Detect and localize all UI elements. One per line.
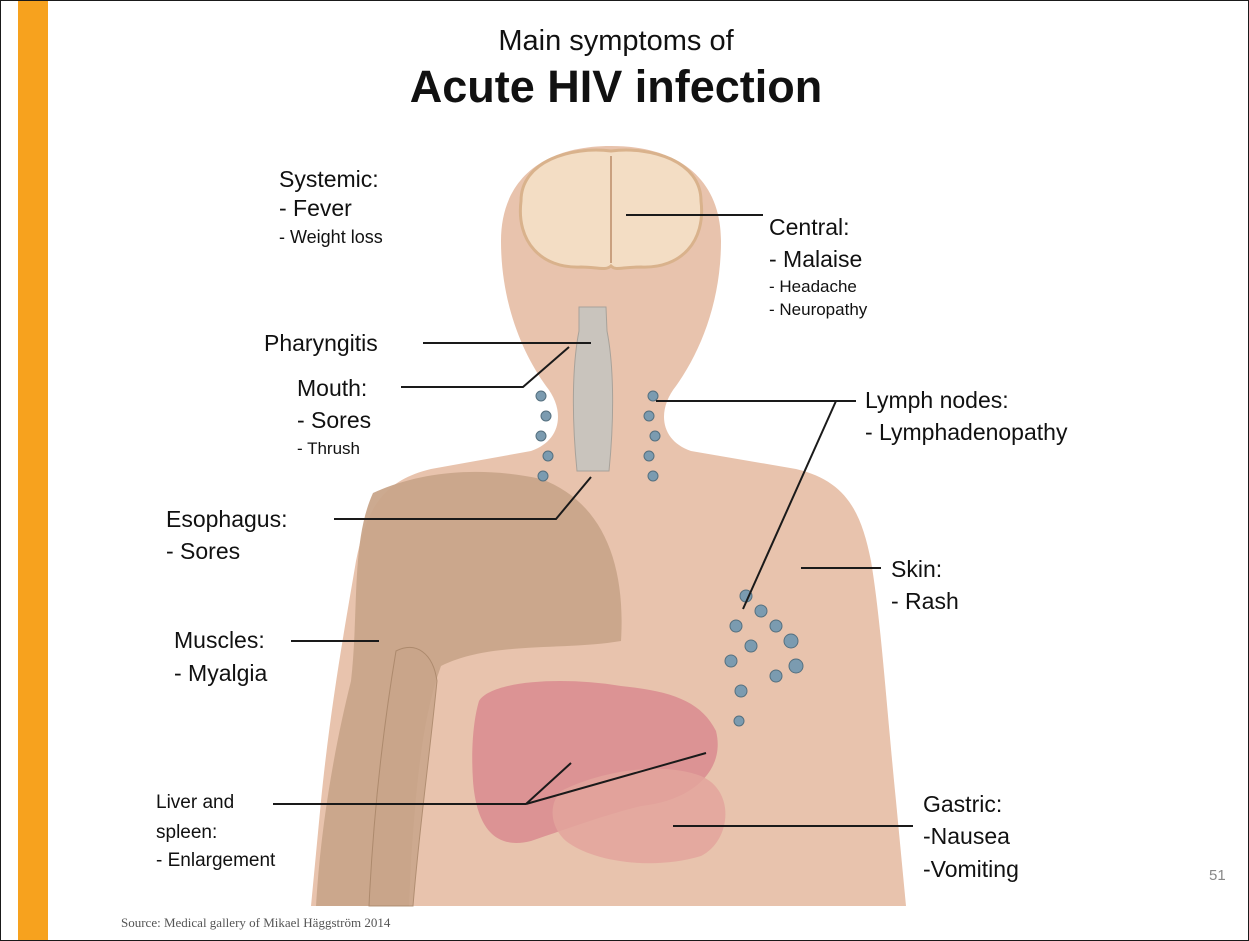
esophagus-sores: - Sores bbox=[166, 538, 287, 564]
skin-rash: - Rash bbox=[891, 588, 959, 614]
central-headache: - Headache bbox=[769, 277, 867, 297]
source-caption: Source: Medical gallery of Mikael Häggst… bbox=[121, 915, 390, 931]
lymph-item: - Lymphadenopathy bbox=[865, 419, 1067, 445]
central-neuropathy: - Neuropathy bbox=[769, 300, 867, 320]
lymph-label: Lymph nodes: - Lymphadenopathy bbox=[865, 387, 1067, 446]
liver-label: Liver and spleen: - Enlargement bbox=[156, 792, 275, 872]
skin-label: Skin: - Rash bbox=[891, 556, 959, 615]
mouth-sores: - Sores bbox=[297, 407, 371, 433]
trachea bbox=[573, 307, 612, 471]
muscles-heading: Muscles: bbox=[174, 627, 267, 653]
lymph-heading: Lymph nodes: bbox=[865, 387, 1067, 413]
liver-line-2: spleen: bbox=[156, 822, 275, 844]
central-label: Central: - Malaise - Headache - Neuropat… bbox=[769, 214, 867, 320]
systemic-label: Systemic: - Fever - Weight loss bbox=[279, 166, 383, 248]
central-heading: Central: bbox=[769, 214, 867, 240]
gastric-vomiting: -Vomiting bbox=[923, 856, 1019, 882]
esophagus-heading: Esophagus: bbox=[166, 506, 287, 532]
systemic-weight-loss: - Weight loss bbox=[279, 227, 383, 248]
liver-enlargement: - Enlargement bbox=[156, 850, 275, 872]
muscles-myalgia: - Myalgia bbox=[174, 660, 267, 686]
systemic-heading: Systemic: bbox=[279, 166, 383, 192]
muscles-label: Muscles: - Myalgia bbox=[174, 627, 267, 687]
gastric-nausea: -Nausea bbox=[923, 823, 1019, 849]
page-number: 51 bbox=[1209, 867, 1226, 884]
pharyngitis-label: Pharyngitis bbox=[264, 330, 378, 356]
esophagus-label: Esophagus: - Sores bbox=[166, 506, 287, 565]
gastric-label: Gastric: -Nausea -Vomiting bbox=[923, 791, 1019, 882]
mouth-heading: Mouth: bbox=[297, 375, 371, 401]
central-malaise: - Malaise bbox=[769, 246, 867, 272]
skin-heading: Skin: bbox=[891, 556, 959, 582]
systemic-fever: - Fever bbox=[279, 195, 383, 221]
mouth-label: Mouth: - Sores - Thrush bbox=[297, 375, 371, 458]
gastric-heading: Gastric: bbox=[923, 791, 1019, 817]
mouth-thrush: - Thrush bbox=[297, 439, 371, 459]
liver-line-1: Liver and bbox=[156, 792, 275, 814]
